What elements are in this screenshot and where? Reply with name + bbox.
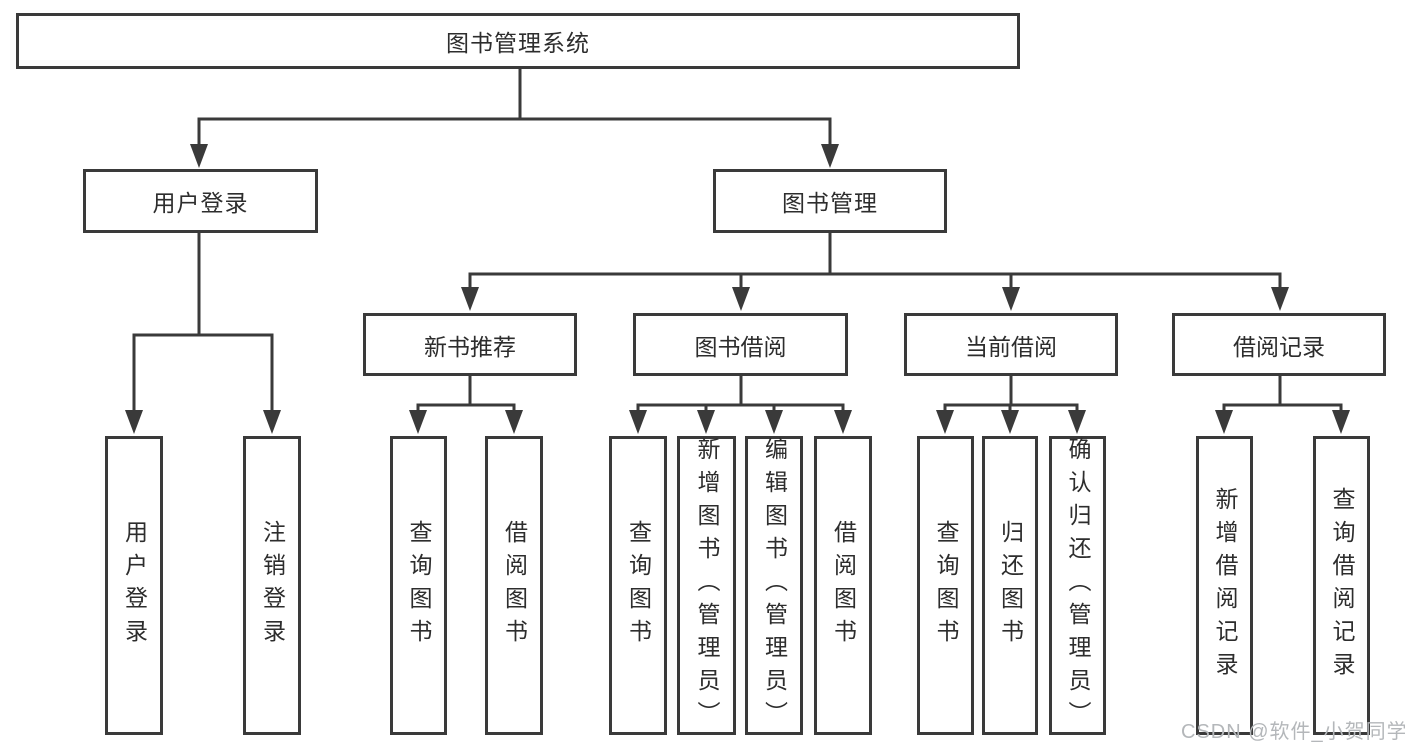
leaf-query-borrow-record: 查询借阅记录 xyxy=(1313,436,1370,735)
watermark: CSDN @软件_小贺同学 xyxy=(1181,721,1405,743)
node-borrowing-records: 借阅记录 xyxy=(1172,313,1386,376)
leaf-edit-book-admin: 编辑图书（管理员） xyxy=(745,436,803,735)
leaf-borrow-books-recommend: 借阅图书 xyxy=(485,436,543,735)
leaf-confirm-return-admin: 确认归还（管理员） xyxy=(1049,436,1106,735)
leaf-query-books-current: 查询图书 xyxy=(917,436,974,735)
node-new-book-recommendation: 新书推荐 xyxy=(363,313,577,376)
node-book-borrowing: 图书借阅 xyxy=(633,313,848,376)
leaf-return-books: 归还图书 xyxy=(982,436,1038,735)
leaf-borrow-books-borrowing: 借阅图书 xyxy=(814,436,872,735)
node-current-borrowing: 当前借阅 xyxy=(904,313,1118,376)
leaf-query-books-borrowing: 查询图书 xyxy=(609,436,667,735)
node-book-management: 图书管理 xyxy=(713,169,947,233)
node-library-management-system: 图书管理系统 xyxy=(16,13,1020,69)
leaf-add-book-admin: 新增图书（管理员） xyxy=(677,436,736,735)
leaf-query-books-recommend: 查询图书 xyxy=(390,436,447,735)
leaf-add-borrow-record: 新增借阅记录 xyxy=(1196,436,1253,735)
node-user-login: 用户登录 xyxy=(83,169,318,233)
leaf-logout: 注销登录 xyxy=(243,436,301,735)
leaf-user-login: 用户登录 xyxy=(105,436,163,735)
